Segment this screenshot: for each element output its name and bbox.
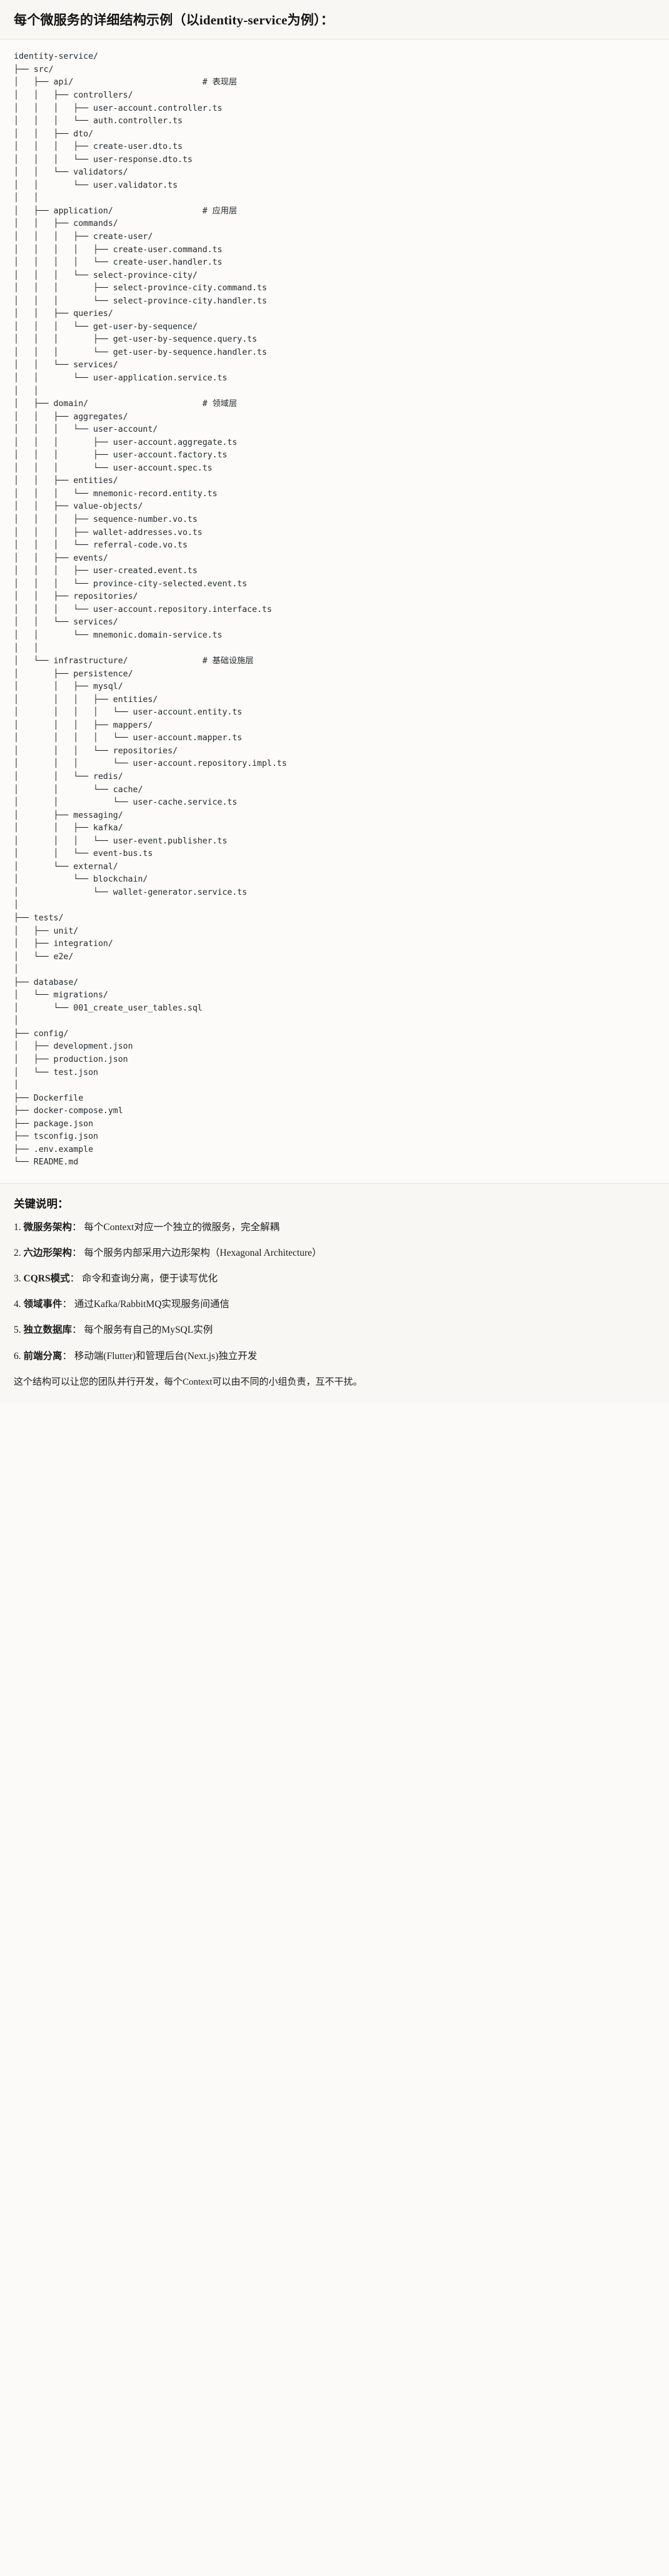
list-item-number: 2. xyxy=(14,1248,21,1259)
list-item-term: 领域事件 xyxy=(23,1299,63,1310)
list-item-number: 6. xyxy=(14,1350,21,1362)
list-item-number: 4. xyxy=(14,1299,21,1310)
list-item-separator: ： xyxy=(69,1273,80,1285)
list-item-separator: ： xyxy=(62,1350,73,1362)
list-item-term: CQRS模式 xyxy=(23,1273,70,1285)
key-notes-list: 1. 微服务架构： 每个Context对应一个独立的微服务，完全解耦 2. 六边… xyxy=(14,1220,655,1363)
list-item-description: 每个Context对应一个独立的微服务，完全解耦 xyxy=(84,1222,279,1233)
page-title: 每个微服务的详细结构示例（以identity-service为例）： xyxy=(14,13,334,28)
list-item-term: 微服务架构 xyxy=(23,1222,73,1233)
list-item-term: 六边形架构 xyxy=(23,1248,73,1259)
list-item-number: 5. xyxy=(14,1325,21,1336)
title-section: 每个微服务的详细结构示例（以identity-service为例）： xyxy=(0,0,669,40)
list-item-separator: ： xyxy=(72,1248,82,1259)
directory-tree-block: identity-service/ ├── src/ │ ├── api/ # … xyxy=(0,39,669,1184)
closing-note: 这个结构可以让您的团队并行开发，每个Context可以由不同的小组负责，互不干扰… xyxy=(14,1377,363,1387)
list-item: 4. 领域事件： 通过Kafka/RabbitMQ实现服务间通信 xyxy=(14,1297,655,1312)
list-item: 6. 前端分离： 移动端(Flutter)和管理后台(Next.js)独立开发 xyxy=(14,1349,655,1364)
directory-tree: identity-service/ ├── src/ │ ├── api/ # … xyxy=(14,52,287,1168)
key-notes-heading: 关键说明： xyxy=(14,1197,69,1210)
list-item-description: 每个服务有自己的MySQL实例 xyxy=(84,1325,213,1336)
list-item-separator: ： xyxy=(62,1299,73,1310)
list-item-description: 命令和查询分离，便于读写优化 xyxy=(81,1273,218,1285)
list-item: 3. CQRS模式： 命令和查询分离，便于读写优化 xyxy=(14,1271,655,1286)
list-item: 5. 独立数据库： 每个服务有自己的MySQL实例 xyxy=(14,1323,655,1338)
list-item: 2. 六边形架构： 每个服务内部采用六边形架构（Hexagonal Archit… xyxy=(14,1246,655,1261)
list-item-description: 移动端(Flutter)和管理后台(Next.js)独立开发 xyxy=(74,1350,258,1362)
list-item-separator: ： xyxy=(72,1222,82,1233)
list-item-separator: ： xyxy=(72,1325,82,1336)
list-item-term: 前端分离 xyxy=(23,1350,63,1362)
list-item-description: 通过Kafka/RabbitMQ实现服务间通信 xyxy=(74,1299,229,1310)
list-item-number: 3. xyxy=(14,1273,21,1285)
list-item-number: 1. xyxy=(14,1222,21,1233)
list-item: 1. 微服务架构： 每个Context对应一个独立的微服务，完全解耦 xyxy=(14,1220,655,1235)
list-item-description: 每个服务内部采用六边形架构（Hexagonal Architecture） xyxy=(84,1248,322,1259)
list-item-term: 独立数据库 xyxy=(23,1325,73,1336)
key-notes-section: 关键说明： 1. 微服务架构： 每个Context对应一个独立的微服务，完全解耦… xyxy=(0,1183,669,1403)
page-root: 每个微服务的详细结构示例（以identity-service为例）： ident… xyxy=(0,0,669,1403)
